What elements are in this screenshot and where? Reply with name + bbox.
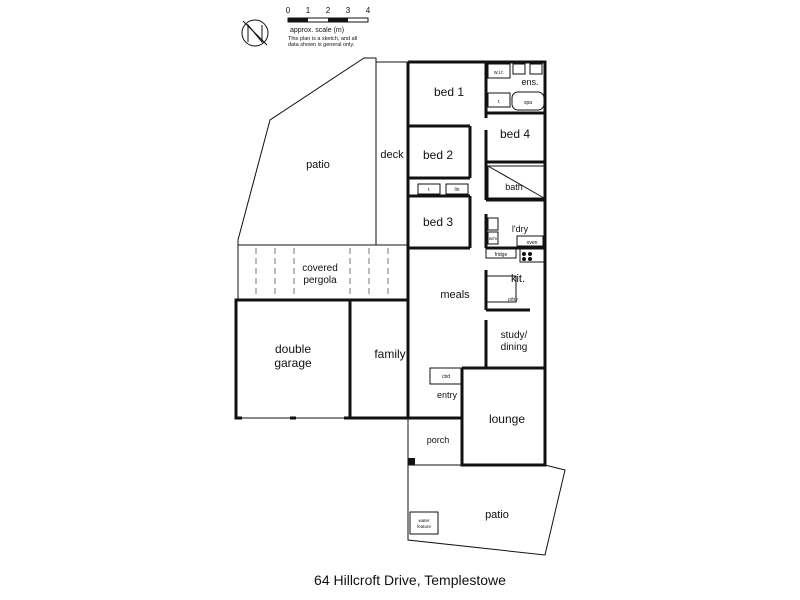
scale-tick-0: 0 [286, 6, 291, 15]
scale-bar: 0 1 2 3 4 approx. scale (m) This plan is… [286, 6, 371, 48]
fixture-label-oven: oven [527, 240, 538, 246]
garage-walls [234, 298, 352, 420]
scale-note-line1: This plan is a sketch, and all [288, 36, 357, 42]
fixtures [408, 63, 545, 465]
fixture-label-wm: w/m [489, 236, 498, 241]
room-label-porch: porch [427, 435, 450, 445]
room-label-bed3: bed 3 [423, 215, 453, 229]
patio-bottom-outline [407, 464, 566, 556]
fixture-label-robe1: r. [498, 99, 501, 105]
room-label-study-line1: study/ [501, 330, 528, 341]
scale-tick-2: 2 [326, 6, 331, 15]
fixture-label-robe2: r. [428, 187, 431, 193]
scale-tick-3: 3 [346, 6, 351, 15]
north-arrow-icon [241, 19, 269, 47]
fixture-label-wir: w.i.r. [494, 70, 504, 76]
room-label-garage-line2: garage [274, 356, 312, 370]
room-label-meals: meals [440, 289, 470, 301]
fixture-label-pantry: p/try [508, 297, 518, 303]
plan-title: 64 Hillcroft Drive, Templestowe [314, 572, 506, 588]
fixture-label-water-feature-line2: feature [417, 524, 432, 529]
room-label-kit: kit. [511, 273, 525, 285]
fixture-label-linen: lin [454, 187, 459, 193]
room-label-pergola-line2: pergola [303, 275, 337, 286]
room-label-ens: ens. [521, 77, 538, 87]
scale-tick-4: 4 [366, 6, 371, 15]
fixture-label-cbd: cbd [442, 374, 450, 380]
room-label-pergola-line1: covered [302, 263, 338, 274]
room-label-ldry: l'dry [512, 224, 529, 234]
room-label-garage-line1: double [275, 342, 311, 356]
water-feature-outline [409, 511, 439, 535]
room-label-bed1: bed 1 [434, 85, 464, 99]
room-label-bath: bath [505, 182, 523, 192]
scale-note-line2: data shown is general only. [288, 42, 355, 48]
room-label-patio-bottom: patio [485, 509, 509, 521]
fixture-label-fridge: fridge [495, 252, 508, 258]
fixture-label-water-feature-line1: water [418, 518, 430, 523]
scale-label: approx. scale (m) [290, 27, 344, 34]
room-label-lounge: lounge [489, 412, 525, 426]
scale-tick-1: 1 [306, 6, 311, 15]
interior-walls [408, 62, 545, 418]
room-label-patio-top: patio [306, 159, 330, 171]
room-label-deck: deck [380, 149, 404, 161]
room-label-bed2: bed 2 [423, 148, 453, 162]
patio-top-outline [237, 57, 377, 246]
room-label-bed4: bed 4 [500, 127, 530, 141]
house-exterior-walls [348, 60, 547, 467]
room-label-entry: entry [437, 390, 458, 400]
room-label-study-line2: dining [501, 342, 528, 353]
room-label-family: family [374, 347, 405, 361]
fixture-label-spa: spa [524, 100, 532, 106]
